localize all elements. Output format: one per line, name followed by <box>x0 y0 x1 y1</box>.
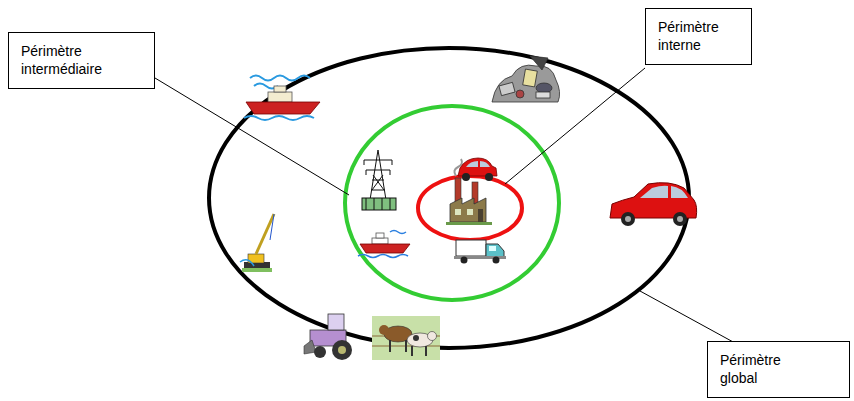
global-ellipse <box>209 48 689 348</box>
callout-label: Périmètre intermédiaire <box>21 43 144 78</box>
internal-ellipse <box>418 176 522 240</box>
leader-line <box>155 78 349 195</box>
intermediate-ellipse <box>345 106 559 300</box>
car-icon <box>458 158 497 181</box>
tractor-icon <box>304 314 352 360</box>
callout-box: Périmètre interne <box>645 8 752 65</box>
callout-box: Périmètre global <box>707 341 850 398</box>
leader-line <box>640 291 735 343</box>
cows-icon <box>372 316 440 360</box>
pylon-icon <box>362 150 396 210</box>
crane-icon <box>240 214 274 272</box>
car-icon <box>610 183 697 226</box>
callout-box: Périmètre intermédiaire <box>8 32 155 89</box>
callout-label: Périmètre interne <box>658 19 741 54</box>
callout-label: Périmètre global <box>720 352 812 387</box>
ship-icon <box>358 231 410 258</box>
ship-icon <box>244 76 320 121</box>
waste-icon <box>492 56 560 102</box>
truck-icon <box>454 240 506 264</box>
leader-line <box>505 68 645 184</box>
